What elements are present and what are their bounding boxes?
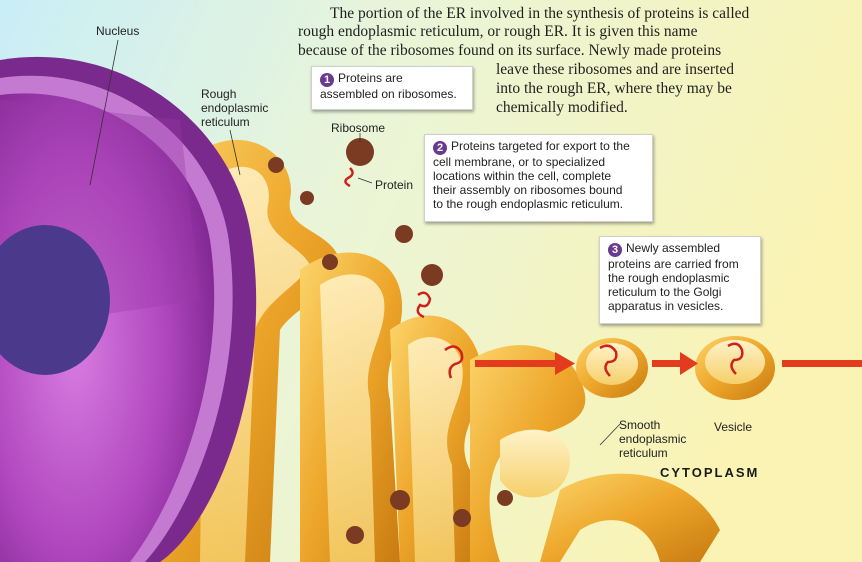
smooth-er-tube (540, 473, 720, 562)
budding-vesicle (576, 338, 648, 398)
step-2-badge: 2 (433, 141, 447, 155)
step-1-badge: 1 (320, 73, 334, 87)
nucleus-leader (89, 39, 119, 186)
step-3-badge: 3 (608, 243, 622, 257)
vesicle-shape (695, 336, 775, 400)
rough-er-label-line: Rough (201, 87, 237, 101)
step-3-callout: 3 Newly assembled proteins are carried fr… (599, 236, 761, 324)
ribosome (346, 526, 364, 544)
step-1-line: assembled on ribosomes. (320, 87, 457, 101)
step-3-line: proteins are carried from (608, 257, 739, 271)
step-2-callout: 2 Proteins targeted for export to the cel… (424, 134, 653, 222)
intro-line: The portion of the ER involved in the sy… (330, 5, 750, 22)
step-2-line: to the rough endoplasmic reticulum. (433, 197, 624, 211)
leader-lines (89, 39, 621, 446)
ribosome (390, 490, 410, 510)
nucleus-label: Nucleus (96, 24, 140, 38)
step-3-line: the rough endoplasmic (608, 271, 730, 285)
protein-label: Protein (375, 178, 414, 192)
rough-er-leader (229, 129, 241, 176)
intro-line: leave these ribosomes and are inserted (496, 61, 735, 78)
ribosome-label: Ribosome (331, 121, 386, 135)
ribosome (268, 157, 284, 173)
intro-line: chemically modified. (496, 99, 628, 116)
step-2-line: their assembly on ribosomes bound (433, 183, 623, 197)
protein-leader (357, 177, 373, 184)
transport-arrows (475, 352, 862, 375)
step-2-line: Proteins targeted for export to the (451, 139, 630, 153)
step-2-line: cell membrane, or to specialized (433, 155, 606, 169)
step-2-line: locations within the cell, complete (433, 169, 612, 183)
step-1-callout: 1 Proteins are assembled on ribosomes. (311, 66, 473, 110)
protein (599, 344, 618, 377)
intro-line: because of the ribosomes found on its su… (298, 42, 722, 59)
intro-line: rough endoplasmic reticulum, or rough ER… (298, 23, 698, 40)
protein (727, 342, 744, 375)
vesicle-label: Vesicle (714, 420, 753, 434)
protein (416, 291, 432, 319)
rough-er-label-line: endoplasmic (201, 101, 269, 115)
ribosome (346, 138, 374, 166)
step-3-line: apparatus in vesicles. (608, 299, 724, 313)
ribosome (497, 490, 513, 506)
nucleolus (0, 225, 110, 375)
smooth-er-leader (599, 423, 621, 446)
smooth-er-label-line: endoplasmic (619, 432, 687, 446)
ribosome (421, 264, 443, 286)
proteins (344, 167, 744, 379)
protein (444, 345, 464, 379)
ribosomes (268, 138, 513, 544)
ribosome (322, 254, 338, 270)
smooth-er-label-line: reticulum (619, 446, 668, 460)
ribosome (300, 191, 314, 205)
protein (344, 167, 354, 188)
ribosome (395, 225, 413, 243)
rough-er-label-line: reticulum (201, 115, 250, 129)
step-3-line: reticulum to the Golgi (608, 285, 722, 299)
step-3-line: Newly assembled (626, 241, 721, 255)
ribosome (453, 509, 471, 527)
cytoplasm-label: CYTOPLASM (660, 465, 760, 480)
smooth-er-fold (500, 429, 570, 498)
nucleus (0, 56, 257, 562)
intro-line: into the rough ER, where they may be (496, 80, 732, 97)
step-1-line: Proteins are (338, 71, 403, 85)
smooth-er-label-line: Smooth (619, 418, 661, 432)
